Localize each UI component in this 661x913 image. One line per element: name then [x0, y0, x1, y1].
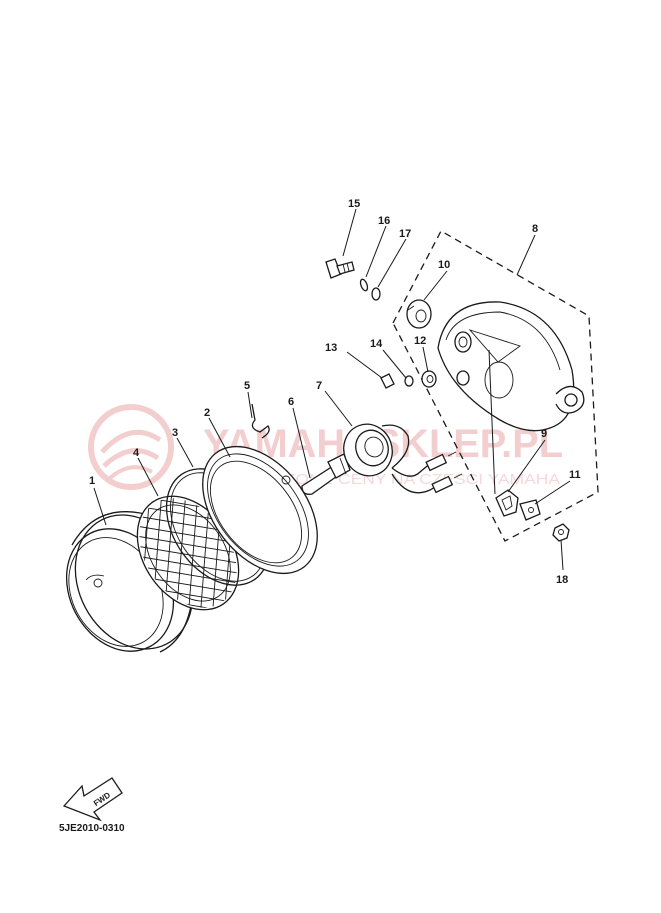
fwd-arrow-icon: FWD — [62, 777, 123, 822]
callout-11: 11 — [569, 469, 581, 481]
callout-16: 16 — [378, 215, 390, 227]
callout-18: 18 — [556, 574, 568, 586]
callout-4: 4 — [133, 447, 140, 459]
callout-3: 3 — [172, 427, 178, 439]
callout-1: 1 — [89, 475, 95, 487]
callout-14: 14 — [370, 338, 383, 350]
part-6-bulb — [301, 453, 351, 495]
part-17-washer — [371, 287, 381, 301]
part-16-washer — [359, 278, 369, 292]
part-8-housing — [392, 230, 599, 542]
part-12-collar — [421, 370, 437, 388]
callout-5: 5 — [244, 380, 250, 392]
callout-13: 13 — [325, 342, 337, 354]
part-13-bolt — [380, 373, 395, 389]
callout-10: 10 — [438, 259, 450, 271]
part-5-clip — [251, 403, 270, 439]
callout-6: 6 — [288, 396, 294, 408]
diagram-code: 5JE2010-0310 — [59, 823, 125, 834]
part-9-grommet — [495, 489, 519, 517]
part-15-bolt — [325, 258, 355, 279]
part-10-damper — [406, 299, 432, 329]
callout-labels: 1 2 3 4 5 6 7 8 9 10 11 12 13 14 15 16 1… — [89, 198, 581, 586]
callout-7: 7 — [316, 380, 322, 392]
part-18-nut — [552, 523, 570, 542]
watermark-tagline: ROZJUSZONE CENY NA CZESCI YAMAHA — [215, 471, 560, 488]
callout-17: 17 — [399, 228, 411, 240]
watermark-logo-icon — [88, 404, 174, 490]
callout-9: 9 — [541, 428, 547, 440]
part-7-socket — [343, 423, 463, 494]
part-11-nut-plate — [519, 499, 541, 521]
callout-12: 12 — [414, 335, 426, 347]
leader-lines — [93, 208, 571, 571]
callout-15: 15 — [348, 198, 360, 210]
part-2-reflector-rim — [202, 445, 318, 575]
part-14-washer — [404, 375, 414, 387]
callout-8: 8 — [532, 223, 538, 235]
callout-2: 2 — [204, 407, 210, 419]
